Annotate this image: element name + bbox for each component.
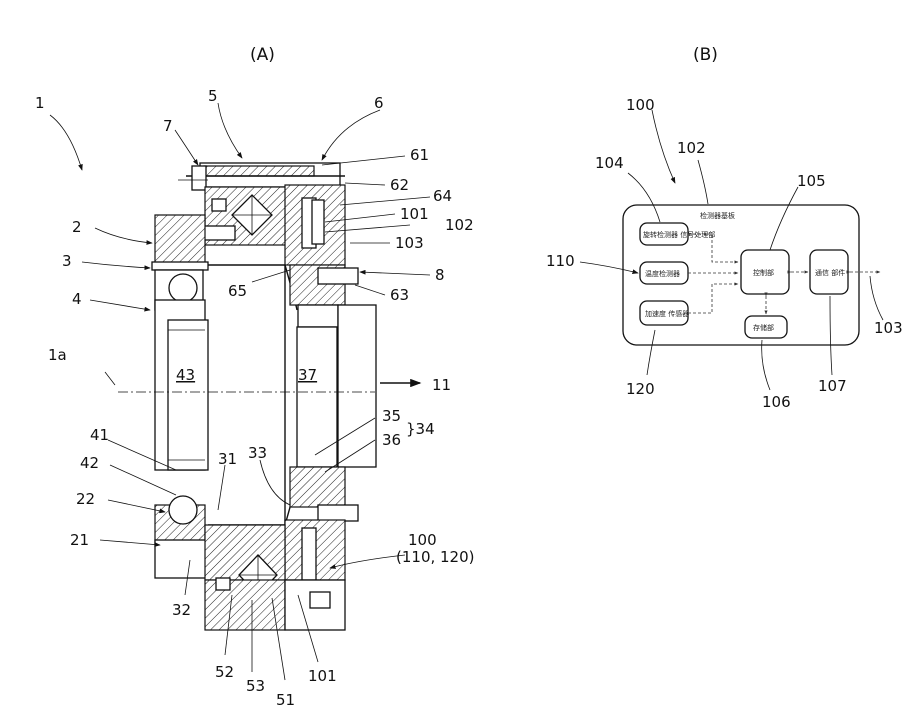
panel-a-title: (A) bbox=[250, 45, 275, 65]
left-housing bbox=[152, 215, 208, 470]
label-62: 62 bbox=[390, 176, 409, 194]
label-103-a: 103 bbox=[395, 234, 424, 252]
upper-bearing bbox=[199, 187, 287, 245]
label-64: 64 bbox=[433, 187, 452, 205]
label-42: 42 bbox=[80, 454, 99, 472]
label-52: 52 bbox=[215, 663, 234, 681]
label-100-b: 100 bbox=[626, 96, 655, 114]
label-100-sub: (110, 120) bbox=[396, 548, 475, 566]
label-4: 4 bbox=[72, 290, 82, 308]
label-21: 21 bbox=[70, 531, 89, 549]
label-53: 53 bbox=[246, 677, 265, 695]
panel-a: (A) bbox=[35, 45, 475, 709]
label-1a: 1a bbox=[48, 346, 67, 364]
panel-b: (B) 检测器基板 旋转检测器 信号处理部 温度检测器 加速度 传感器 控制部 … bbox=[546, 45, 903, 411]
label-11: 11 bbox=[432, 376, 451, 394]
label-7: 7 bbox=[163, 117, 173, 135]
label-33: 33 bbox=[248, 444, 267, 462]
label-32: 32 bbox=[172, 601, 191, 619]
label-102-b: 102 bbox=[677, 139, 706, 157]
label-102-a: 102 bbox=[445, 216, 474, 234]
label-100-a: 100 bbox=[408, 531, 437, 549]
label-106-b: 106 bbox=[762, 393, 791, 411]
label-101-top: 101 bbox=[400, 205, 429, 223]
label-22: 22 bbox=[76, 490, 95, 508]
label-37: 37 bbox=[298, 366, 317, 384]
label-65: 65 bbox=[228, 282, 247, 300]
block-105-text: 控制部 bbox=[753, 268, 774, 277]
label-110-b: 110 bbox=[546, 252, 575, 270]
label-34: }34 bbox=[406, 420, 435, 438]
label-8: 8 bbox=[435, 266, 445, 284]
label-3: 3 bbox=[62, 252, 72, 270]
label-2: 2 bbox=[72, 218, 82, 236]
label-35: 35 bbox=[382, 407, 401, 425]
label-104-b: 104 bbox=[595, 154, 624, 172]
label-5: 5 bbox=[208, 87, 218, 105]
label-63: 63 bbox=[390, 286, 409, 304]
block-107-text: 通信 部件 bbox=[815, 268, 845, 277]
label-51: 51 bbox=[276, 691, 295, 709]
label-43: 43 bbox=[176, 366, 195, 384]
label-31: 31 bbox=[218, 450, 237, 468]
label-101-bottom: 101 bbox=[308, 667, 337, 685]
block-104-text: 旋转检测器 信号处理部 bbox=[643, 230, 715, 239]
block-110-text: 温度检测器 bbox=[645, 269, 680, 278]
label-36: 36 bbox=[382, 431, 401, 449]
panel-b-title: (B) bbox=[693, 45, 718, 65]
label-103-b: 103 bbox=[874, 319, 903, 337]
block-106-text: 存储部 bbox=[753, 323, 774, 332]
label-61: 61 bbox=[410, 146, 429, 164]
board-label: 检测器基板 bbox=[700, 211, 735, 220]
label-105-b: 105 bbox=[797, 172, 826, 190]
label-107-b: 107 bbox=[818, 377, 847, 395]
label-41: 41 bbox=[90, 426, 109, 444]
label-1: 1 bbox=[35, 94, 45, 112]
label-120-b: 120 bbox=[626, 380, 655, 398]
block-120-text: 加速度 传感器 bbox=[645, 309, 689, 318]
label-6: 6 bbox=[374, 94, 384, 112]
